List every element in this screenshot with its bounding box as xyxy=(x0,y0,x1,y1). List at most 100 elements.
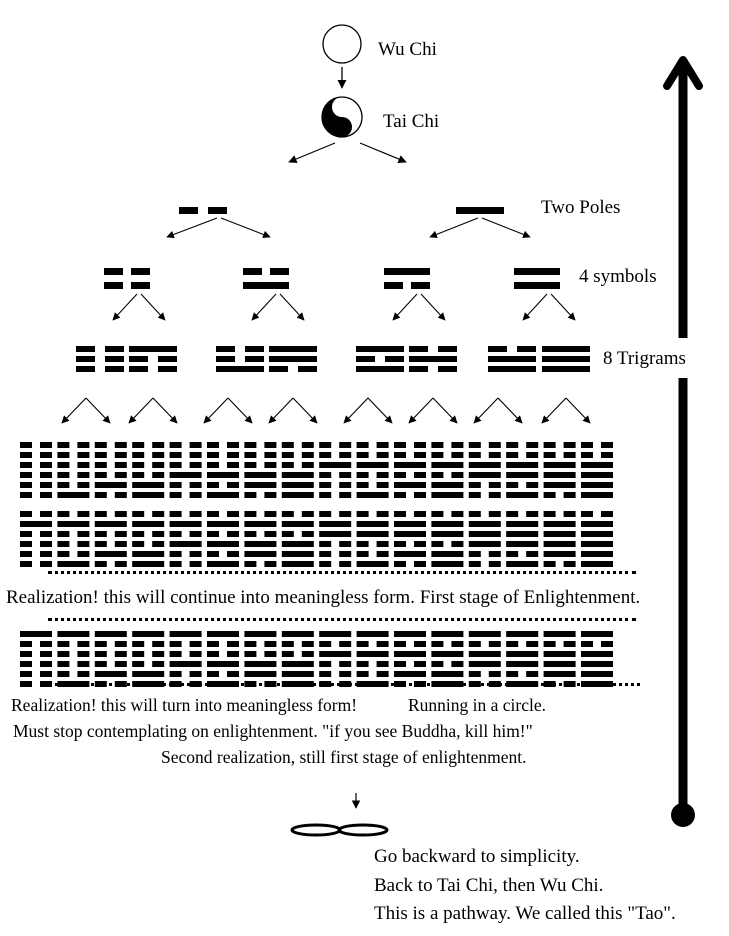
hexagram-30-line-broken xyxy=(543,561,556,567)
hexagram-28-line-solid xyxy=(468,541,501,547)
hexagram-1-line-broken xyxy=(57,482,70,488)
hexagram-46-line-solid xyxy=(543,671,576,677)
hexagram-26-line-solid xyxy=(394,521,426,527)
hexagram-1-line-broken xyxy=(77,452,90,458)
hexagram-39-line-broken xyxy=(301,651,314,657)
trigram-2-line-broken xyxy=(245,356,264,362)
hexagram-11-line-broken xyxy=(431,442,444,448)
hexagram-43-line-solid xyxy=(431,631,464,637)
two-poles-label: Two Poles xyxy=(541,197,621,218)
hexagram-25-line-broken xyxy=(376,511,389,517)
trigram-2-line-broken xyxy=(216,346,235,352)
hexagram-16-line-solid xyxy=(20,521,52,527)
hexagram-11-line-broken xyxy=(451,472,464,478)
hexagram-17-line-broken xyxy=(57,541,70,547)
hexagram-2-line-broken xyxy=(94,492,107,498)
hexagram-12-line-broken xyxy=(488,442,501,448)
hexagram-18-line-solid xyxy=(94,551,127,557)
hexagram-18-line-broken xyxy=(114,541,127,547)
hexagram-28-line-solid xyxy=(468,521,501,527)
hexagram-5-line-solid xyxy=(207,492,239,498)
pole-1-line-solid xyxy=(456,207,504,214)
hexagram-10-line-broken xyxy=(394,492,406,498)
hexagram-10-line-broken xyxy=(414,452,426,458)
hexagram-31-line-solid xyxy=(581,541,613,547)
hexagram-34-line-broken xyxy=(94,641,107,647)
hexagram-32-line-broken xyxy=(20,681,32,687)
hexagram-34-line-broken xyxy=(94,661,107,667)
hexagram-11-line-broken xyxy=(451,452,464,458)
hexagram-25-line-solid xyxy=(356,521,389,527)
hexagram-18-line-broken xyxy=(114,561,127,567)
arrow-trigram7-right xyxy=(565,397,591,424)
hexagram-30-line-solid xyxy=(543,521,576,527)
hexagram-26-line-broken xyxy=(394,541,406,547)
hexagram-23-line-solid xyxy=(281,551,314,557)
hexagram-22-line-broken xyxy=(264,531,277,537)
hexagram-4-line-broken xyxy=(189,482,202,488)
hexagram-31-line-solid xyxy=(581,561,613,567)
hexagram-6-line-broken xyxy=(264,442,277,448)
hexagram-35-line-broken xyxy=(132,641,145,647)
hexagram-24-line-broken xyxy=(339,511,352,517)
hexagram-21-line-broken xyxy=(207,511,219,517)
hexagram-47-line-solid xyxy=(581,671,613,677)
hexagram-39-line-solid xyxy=(281,661,314,667)
symbol-0-line-broken xyxy=(131,268,150,275)
hexagram-4-line-broken xyxy=(189,492,202,498)
hexagram-9-line-broken xyxy=(376,472,389,478)
infinity-loop-icon xyxy=(290,823,389,837)
hexagram-24-line-broken xyxy=(339,551,352,557)
hexagram-23-line-broken xyxy=(281,531,294,537)
symbol-0-line-broken xyxy=(104,268,123,275)
hexagram-43-line-solid xyxy=(431,651,464,657)
hexagram-40-line-broken xyxy=(319,671,332,677)
hexagram-6-line-broken xyxy=(264,452,277,458)
hexagram-27-line-broken xyxy=(431,541,444,547)
hexagram-45-line-solid xyxy=(506,631,539,637)
hexagram-0-line-broken xyxy=(20,492,32,498)
hexagram-41-line-solid xyxy=(356,631,389,637)
trigram-2-line-broken xyxy=(245,346,264,352)
hexagram-28-line-broken xyxy=(488,551,501,557)
trigram-5-line-solid xyxy=(409,356,457,362)
hexagram-11-line-solid xyxy=(431,492,464,498)
hexagram-35-line-broken xyxy=(152,641,165,647)
hexagram-1-line-broken xyxy=(77,462,90,468)
trigram-4-line-broken xyxy=(356,356,375,362)
hexagram-34-line-broken xyxy=(114,661,127,667)
hexagram-2-line-broken xyxy=(114,472,127,478)
hexagram-19-line-broken xyxy=(152,531,165,537)
hexagram-32-line-broken xyxy=(40,661,52,667)
hexagram-18-line-broken xyxy=(94,561,107,567)
hexagram-27-line-solid xyxy=(431,551,464,557)
hexagram-47-line-solid xyxy=(581,651,613,657)
hexagram-44-line-broken xyxy=(488,671,501,677)
arrow-trigram1-left xyxy=(128,397,154,424)
arrow-trigram0-left xyxy=(61,397,87,424)
hexagram-33-line-broken xyxy=(57,671,70,677)
hexagram-12-line-solid xyxy=(468,462,501,468)
hexagram-45-line-solid xyxy=(506,651,539,657)
hexagram-2-line-broken xyxy=(94,452,107,458)
hexagram-10-line-broken xyxy=(414,472,426,478)
hexagram-11-line-solid xyxy=(431,482,464,488)
arrow-trigram6-left xyxy=(473,397,499,424)
hexagram-15-line-broken xyxy=(581,452,593,458)
hexagram-17-line-broken xyxy=(57,551,70,557)
second-realization-line2: Must stop contemplating on enlightenment… xyxy=(13,721,533,741)
second-realization-line1: Realization! this will turn into meaning… xyxy=(11,695,358,715)
trigram-2-line-solid xyxy=(216,366,264,372)
hexagram-30-line-broken xyxy=(563,511,576,517)
hexagram-33-line-solid xyxy=(57,631,90,637)
hexagram-9-line-solid xyxy=(356,492,389,498)
symbol-2-line-broken xyxy=(384,282,403,289)
hexagram-20-line-broken xyxy=(169,551,182,557)
hexagram-44-line-broken xyxy=(468,671,481,677)
hexagram-4-line-broken xyxy=(189,452,202,458)
trigram-0-line-broken xyxy=(76,346,95,352)
hexagram-27-line-broken xyxy=(451,541,464,547)
hexagram-30-line-solid xyxy=(543,551,576,557)
hexagram-14-line-broken xyxy=(563,452,576,458)
hexagram-47-line-solid xyxy=(581,661,613,667)
